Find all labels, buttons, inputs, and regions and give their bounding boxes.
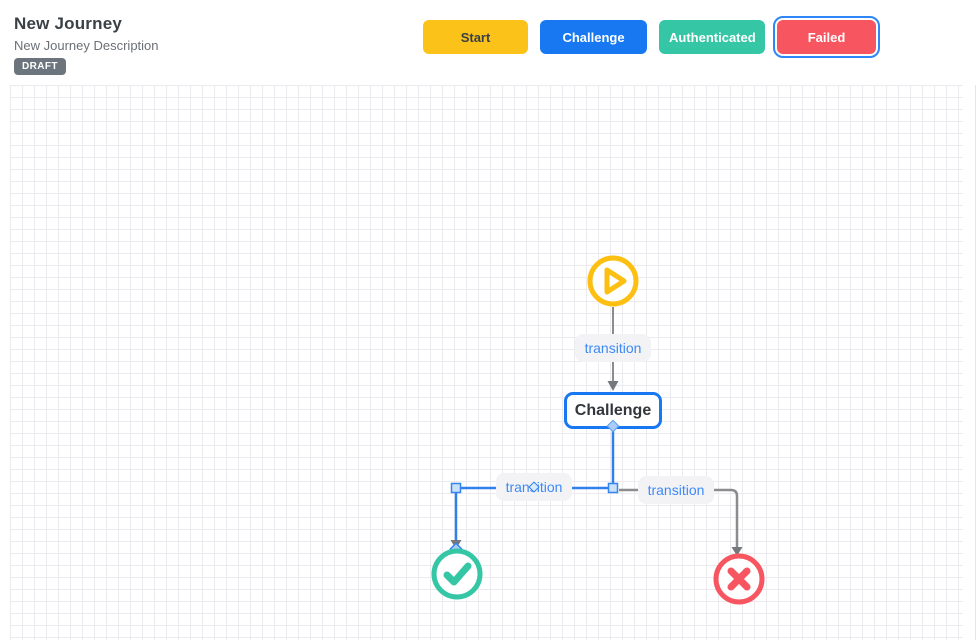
- failed-node[interactable]: [711, 551, 767, 607]
- arrowhead-icon: [731, 547, 743, 556]
- x-icon: [713, 553, 765, 605]
- edges-layer: [449, 307, 743, 556]
- failed-button[interactable]: Failed: [773, 16, 880, 58]
- challenge-button[interactable]: Challenge: [540, 20, 647, 54]
- page-title: New Journey: [14, 14, 123, 33]
- header: New Journey New Journey Description DRAF…: [0, 0, 978, 85]
- canvas-right-edge: [975, 85, 976, 640]
- status-badge: DRAFT: [14, 58, 66, 75]
- edge-label-transition-3[interactable]: transition: [638, 476, 714, 504]
- edge-handle[interactable]: [450, 482, 462, 494]
- edge-label-transition-1[interactable]: transition: [575, 334, 651, 362]
- journey-canvas[interactable]: transition Challenge transition transiti…: [10, 85, 963, 640]
- edge-handle[interactable]: [607, 482, 619, 494]
- edge-challenge-to-failed[interactable]: [619, 488, 739, 547]
- page-description: New Journey Description: [14, 38, 159, 53]
- authenticated-button[interactable]: Authenticated: [659, 20, 765, 54]
- start-node[interactable]: [585, 253, 641, 309]
- arrowhead-icon: [607, 381, 619, 391]
- challenge-node[interactable]: Challenge: [564, 392, 662, 433]
- start-button[interactable]: Start: [423, 20, 528, 54]
- challenge-node-label: Challenge: [574, 401, 652, 419]
- play-icon: [587, 255, 639, 307]
- authenticated-node[interactable]: [429, 546, 485, 602]
- toolbar: Start Challenge Authenticated Failed: [423, 16, 880, 58]
- check-icon: [431, 548, 483, 600]
